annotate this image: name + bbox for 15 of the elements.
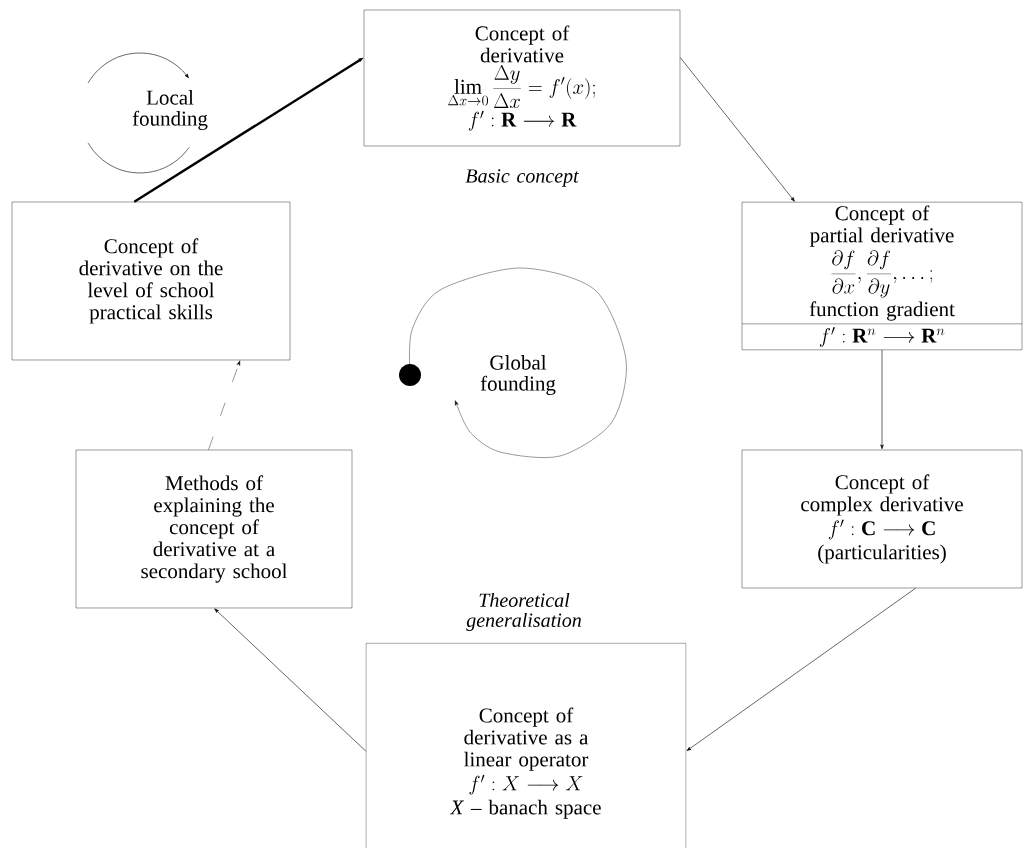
arrow	[880, 349, 884, 450]
concept-box: Concept of derivative on the level of school practical skills	[11, 201, 291, 361]
arrow	[679, 57, 795, 202]
caption-text: Theoretical generalisation	[466, 592, 581, 632]
caption-text: Basic concept	[465, 169, 580, 187]
cycle-label: Local founding	[132, 89, 208, 131]
concept-box: Methods of explaining the concept of derivative at a secondary school	[75, 449, 353, 609]
concept-box: Concept of derivative as a linear operator $f' : X\longrightarrow X$ X – banach space	[365, 643, 687, 848]
concept-box: Concept of partial derivative $\frac{\partial f}{\partial x}, \frac{\partial f}{\partial y}, \ldots;$ function gradient $f' : \mathbf{R}^n\longrightarrow\mathbf{R}^n$	[741, 202, 1023, 350]
arrow	[686, 587, 916, 751]
arrow	[214, 608, 367, 752]
concept-box: Concept of derivative $\lim_{\Delta x\to 0}\frac{\Delta y}{\Delta x} = f'(x);$ $f' : \mathbf{R}\longrightarrow\mathbf{R}$	[363, 9, 681, 147]
concept-box: Concept of complex derivative $f' : \mathbf{C}\longrightarrow\mathbf{C}$ (particularities)	[741, 449, 1023, 589]
arrow	[208, 360, 241, 450]
cycle-label: Global founding	[480, 354, 556, 396]
